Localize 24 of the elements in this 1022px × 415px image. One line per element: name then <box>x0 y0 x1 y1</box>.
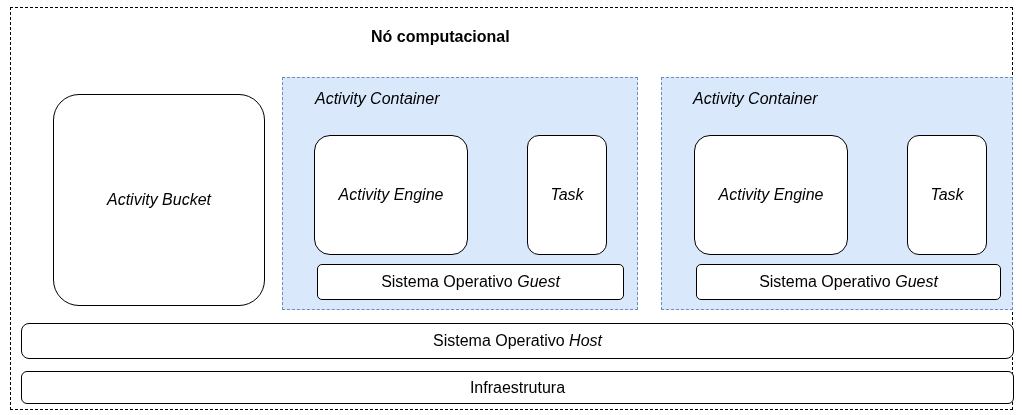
box-label: Task <box>550 186 584 204</box>
box-label: Activity Engine <box>338 186 444 204</box>
box-label: Sistema Operativo Host <box>433 332 602 350</box>
container-panel <box>661 77 1013 310</box>
task-box <box>527 135 607 255</box>
container-label: Activity Container <box>693 90 818 108</box>
infrastructure-bar <box>21 371 1014 404</box>
os-bar <box>696 264 1001 300</box>
container-label: Activity Container <box>315 90 440 108</box>
box-label: Infraestrutura <box>469 378 566 397</box>
node-title: Nó computacional <box>371 28 510 46</box>
container-panel <box>282 77 638 310</box>
box-label: Activity Engine <box>718 186 824 204</box>
box-label: Activity Bucket <box>107 191 211 209</box>
os-bar <box>21 323 1014 359</box>
task-box <box>907 135 987 255</box>
engine-box <box>694 135 848 255</box>
node-frame <box>10 7 1013 410</box>
bucket-box <box>53 94 265 306</box>
box-label: Sistema Operativo Guest <box>759 273 938 291</box>
os-bar <box>317 264 624 300</box>
engine-box <box>314 135 468 255</box>
box-label: Sistema Operativo Guest <box>381 273 560 291</box>
box-label: Task <box>930 186 964 204</box>
